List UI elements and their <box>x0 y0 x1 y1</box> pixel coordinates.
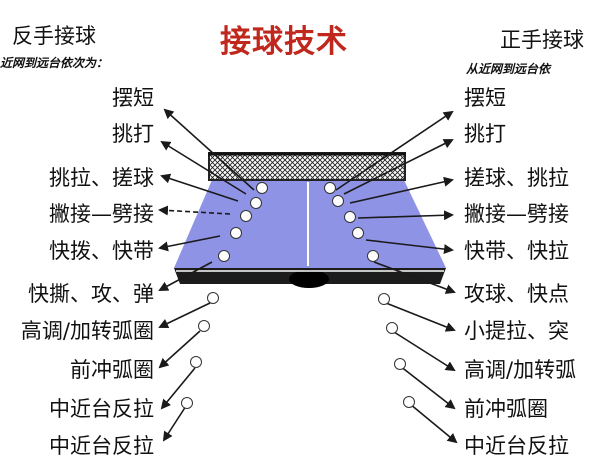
right-balls <box>324 182 415 408</box>
ball <box>230 227 242 239</box>
ball <box>207 292 219 304</box>
ball <box>240 210 252 222</box>
ball <box>378 293 390 305</box>
table-front-hole <box>289 270 329 288</box>
left-item: 高调/加转弧圈 <box>20 319 154 343</box>
ball <box>367 250 379 262</box>
right-item: 挑打 <box>464 122 506 146</box>
right-item: 撇接—劈接 <box>464 202 569 226</box>
left-item: 快拨、快带 <box>49 239 154 263</box>
ball <box>198 320 210 332</box>
ball <box>332 195 344 207</box>
right-arrows <box>335 110 458 444</box>
ball <box>256 182 268 194</box>
right-item: 攻球、快点 <box>464 282 569 306</box>
ball <box>250 197 262 209</box>
left-item: 快撕、攻、弹 <box>28 282 154 306</box>
ball <box>190 356 202 368</box>
ball <box>324 182 336 194</box>
ball <box>394 358 406 370</box>
right-item: 小提拉、突 <box>464 319 569 343</box>
ball <box>403 396 415 408</box>
ball <box>386 322 398 334</box>
left-item: 前冲弧圈 <box>70 358 154 382</box>
right-item: 搓球、挑拉 <box>464 166 569 190</box>
table-surface <box>174 180 446 268</box>
left-arrows <box>158 108 255 442</box>
left-subheading: 近网到远台依次为： <box>0 56 109 70</box>
ball <box>352 227 364 239</box>
page-title: 接球技术 <box>220 24 348 60</box>
ball <box>344 211 356 223</box>
right-item: 摆短 <box>464 86 506 110</box>
left-item: 挑拉、搓球 <box>49 166 154 190</box>
right-item: 快带、快拉 <box>464 239 569 263</box>
left-item: 摆短 <box>112 86 154 110</box>
right-heading: 正手接球 <box>500 28 584 52</box>
right-item: 前冲弧圈 <box>464 397 548 421</box>
left-item: 撇接—劈接 <box>49 202 154 226</box>
left-balls <box>181 182 268 409</box>
left-item: 挑打 <box>112 122 154 146</box>
right-subheading: 从近网到远台依 <box>466 62 551 76</box>
right-item: 中近台反拉 <box>464 434 569 458</box>
ball <box>181 397 193 409</box>
right-item: 高调/加转弧 <box>464 358 577 382</box>
ball <box>218 250 230 262</box>
left-item: 中近台反拉 <box>49 434 154 458</box>
left-item: 中近台反拉 <box>49 397 154 421</box>
left-heading: 反手接球 <box>12 24 96 48</box>
